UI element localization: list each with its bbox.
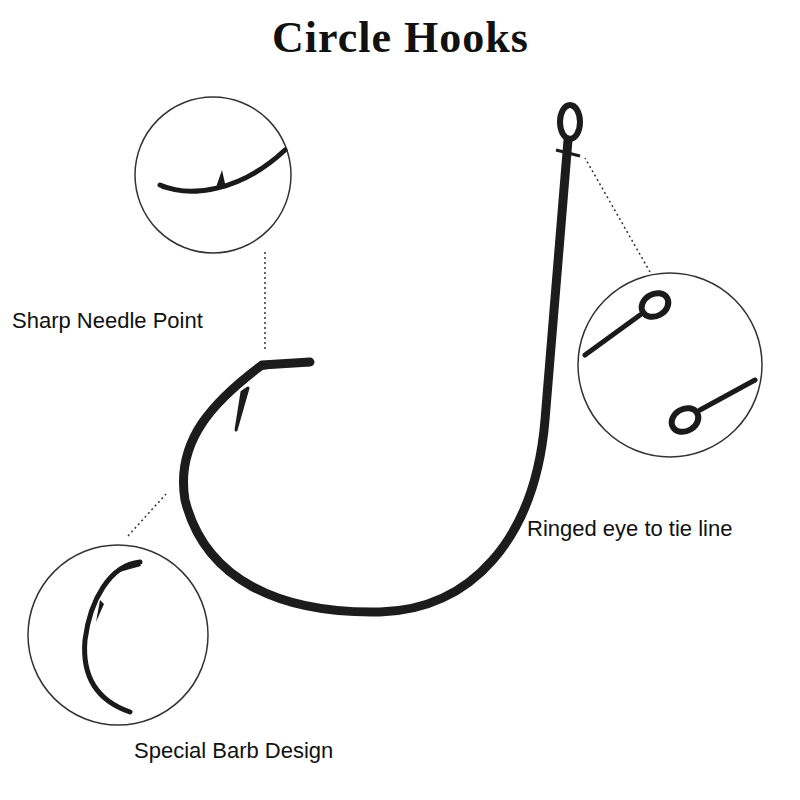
bend-detail <box>85 562 140 712</box>
leader-line <box>585 158 650 272</box>
eye-detail <box>667 403 702 436</box>
hook-eye <box>560 105 580 139</box>
zoom-circle <box>135 97 291 253</box>
barb-detail <box>215 170 226 190</box>
eye-detail <box>637 288 672 321</box>
bend-detail <box>112 560 141 574</box>
leader-line <box>264 252 266 352</box>
barb-detail <box>96 600 104 622</box>
hook-body <box>183 140 568 612</box>
part-label: Special Barb Design <box>134 738 333 764</box>
needle-point <box>260 361 314 370</box>
part-label: Ringed eye to tie line <box>527 516 732 542</box>
eye-detail <box>585 315 640 355</box>
part-label: Sharp Needle Point <box>12 308 203 334</box>
point-detail <box>160 150 285 191</box>
zoom-circle <box>578 273 762 457</box>
point-detail <box>158 184 200 194</box>
diagram-title: Circle Hooks <box>272 12 529 63</box>
eye-detail <box>700 380 755 410</box>
hook-eye <box>556 150 580 156</box>
leader-line <box>128 494 166 536</box>
hook-barb <box>236 388 248 430</box>
zoom-circle <box>28 545 208 725</box>
